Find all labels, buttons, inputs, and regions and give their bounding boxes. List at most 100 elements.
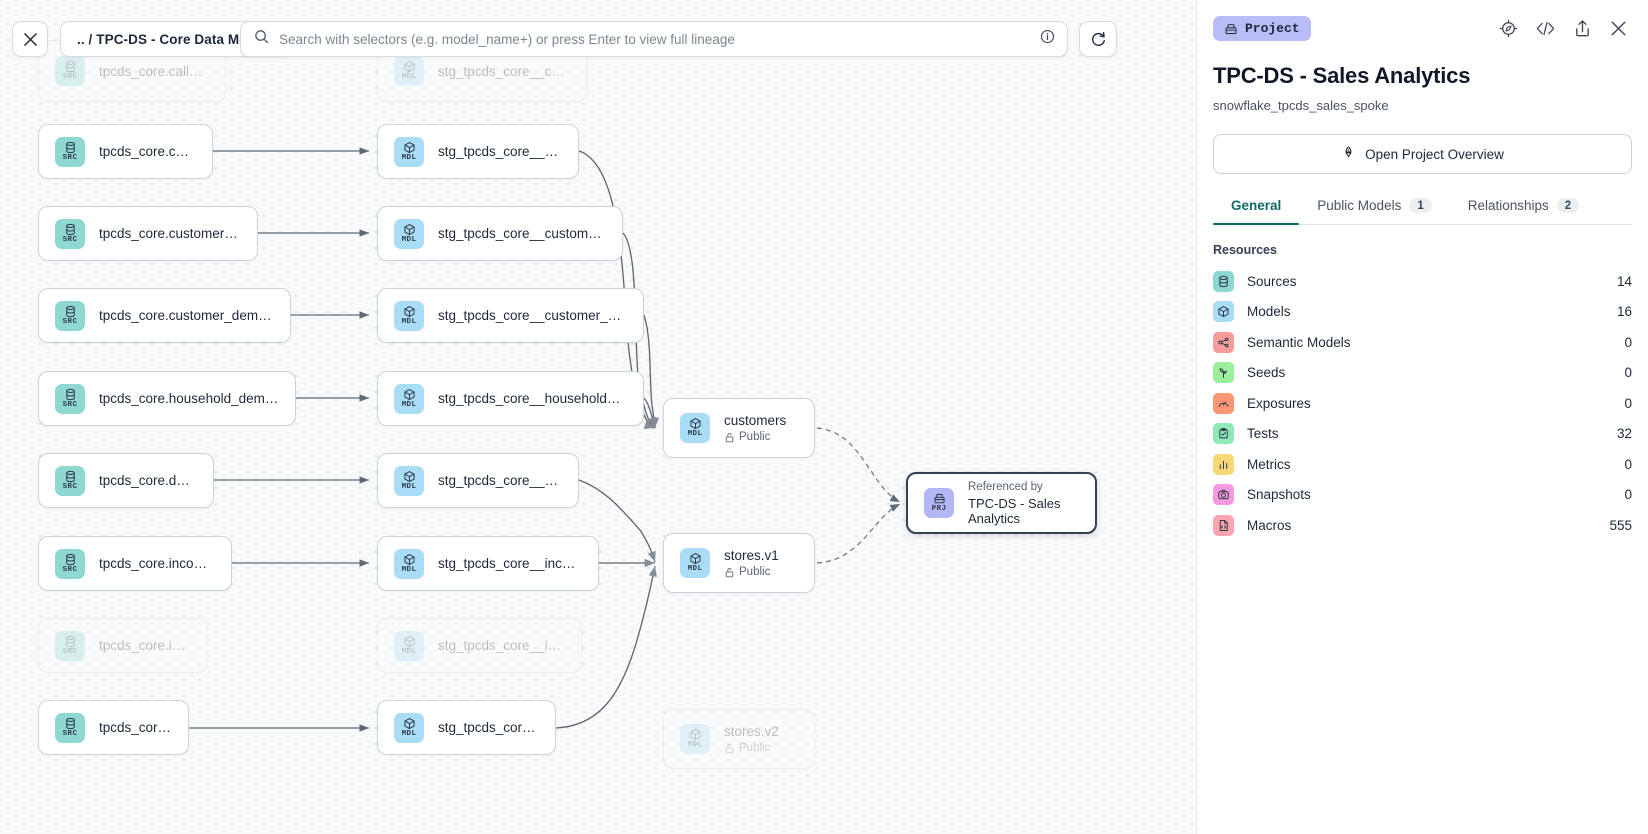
sprout-icon — [1213, 362, 1234, 384]
database-icon: SRC — [55, 712, 85, 743]
camera-icon — [1213, 484, 1234, 506]
resources-heading: Resources — [1213, 243, 1277, 257]
cube-icon: MDL — [394, 218, 424, 249]
resources-list: Sources 14 Models 16 Semantic Models 0 S… — [1197, 257, 1648, 541]
project-icon — [1225, 23, 1237, 34]
cube-icon: MDL — [680, 724, 710, 754]
resource-row-semantic-models[interactable]: Semantic Models 0 — [1213, 327, 1632, 358]
node-label: tpcds_core.household_demographics — [99, 391, 279, 406]
node-visibility: Public — [724, 431, 786, 443]
cube-icon: MDL — [394, 548, 424, 579]
details-panel: Project — [1197, 0, 1648, 834]
database-icon: SRC — [55, 218, 85, 249]
close-panel-icon[interactable] — [1609, 19, 1628, 38]
resource-label: Tests — [1247, 426, 1279, 442]
resource-row-metrics[interactable]: Metrics 0 — [1213, 449, 1632, 480]
resource-row-models[interactable]: Models 16 — [1213, 297, 1632, 328]
node-visibility: Public — [724, 566, 779, 578]
project-type-chip[interactable]: Project — [1213, 16, 1311, 41]
share-icon[interactable] — [1573, 19, 1592, 38]
code-icon[interactable] — [1535, 20, 1556, 37]
node-label: tpcds_core.customer — [99, 144, 196, 159]
cube-icon: MDL — [394, 630, 424, 661]
resource-count: 32 — [1616, 426, 1632, 442]
resource-row-tests[interactable]: Tests 32 — [1213, 419, 1632, 450]
close-lineage-button[interactable] — [12, 21, 48, 57]
cube-icon: MDL — [680, 548, 710, 578]
cube-icon: MDL — [394, 300, 424, 331]
database-icon: SRC — [55, 136, 85, 167]
resource-label: Models — [1247, 304, 1291, 320]
lineage-node-src_customer[interactable]: SRC tpcds_core.customer — [38, 124, 213, 179]
page-title: TPC-DS - Sales Analytics — [1213, 63, 1471, 88]
node-label: stores.v1 — [724, 548, 779, 563]
refresh-button[interactable] — [1079, 21, 1117, 57]
cube-icon: MDL — [680, 413, 710, 443]
node-label: stg_tpcds_core__customer_address — [438, 226, 606, 241]
database-icon: SRC — [55, 300, 85, 331]
resource-row-macros[interactable]: Macros 555 — [1213, 510, 1632, 541]
refresh-icon — [1091, 31, 1105, 46]
tab-general[interactable]: General — [1213, 198, 1300, 225]
open-project-overview-label: Open Project Overview — [1365, 146, 1504, 162]
lineage-node-mdl_stores_v1[interactable]: MDL stores.v1 Public — [663, 533, 815, 593]
node-label: stg_tpcds_core__store — [438, 720, 539, 735]
lineage-node-src_store[interactable]: SRC tpcds_core.store — [38, 700, 189, 755]
breadcrumb-label: .. / TPC-DS - Core Data Models — [77, 31, 276, 47]
project-icon: PRJ — [924, 488, 954, 518]
resource-row-sources[interactable]: Sources 14 — [1213, 266, 1632, 297]
resource-count: 0 — [1624, 487, 1632, 503]
resource-label: Snapshots — [1247, 487, 1311, 503]
node-label: tpcds_core.store — [99, 720, 172, 735]
lineage-node-mdl_customer_demo[interactable]: MDLstg_tpcds_core__customer_demogra… — [377, 288, 644, 343]
bar-chart-icon — [1213, 453, 1234, 475]
node-label: tpcds_core.date_dim — [99, 473, 197, 488]
file-code-icon — [1213, 514, 1234, 536]
resource-count: 0 — [1624, 395, 1632, 411]
resource-count: 0 — [1624, 334, 1632, 350]
resource-count: 14 — [1616, 273, 1632, 289]
lineage-node-mdl_store[interactable]: MDL stg_tpcds_core__store — [377, 700, 556, 755]
resource-row-snapshots[interactable]: Snapshots 0 — [1213, 480, 1632, 511]
rocket-icon — [1341, 145, 1356, 163]
cube-icon: MDL — [394, 712, 424, 743]
resource-count: 0 — [1624, 365, 1632, 381]
search-placeholder: Search with selectors (e.g. model_name+)… — [279, 31, 735, 47]
lineage-node-mdl_customer_addr[interactable]: MDL stg_tpcds_core__customer_address — [377, 206, 623, 261]
open-project-overview-button[interactable]: Open Project Overview — [1213, 134, 1632, 174]
resource-row-seeds[interactable]: Seeds 0 — [1213, 358, 1632, 389]
resource-row-exposures[interactable]: Exposures 0 — [1213, 388, 1632, 419]
node-label: tpcds_core.income_band — [99, 556, 215, 571]
tab-label: General — [1231, 198, 1282, 213]
database-icon: SRC — [55, 630, 85, 661]
node-label: TPC-DS - Sales Analytics — [968, 495, 1061, 526]
lineage-node-mdl_household[interactable]: MDLstg_tpcds_core__household_demogr… — [377, 371, 644, 426]
resource-label: Seeds — [1247, 365, 1286, 381]
resource-count: 555 — [1609, 517, 1632, 533]
search-input[interactable]: Search with selectors (e.g. model_name+)… — [240, 21, 1068, 57]
resource-count: 0 — [1624, 456, 1632, 472]
compass-icon[interactable] — [1499, 19, 1518, 38]
gauge-icon — [1213, 392, 1234, 414]
info-circle-icon[interactable] — [1040, 29, 1055, 49]
search-icon — [254, 29, 269, 49]
graph-nodes-icon — [1213, 331, 1234, 353]
